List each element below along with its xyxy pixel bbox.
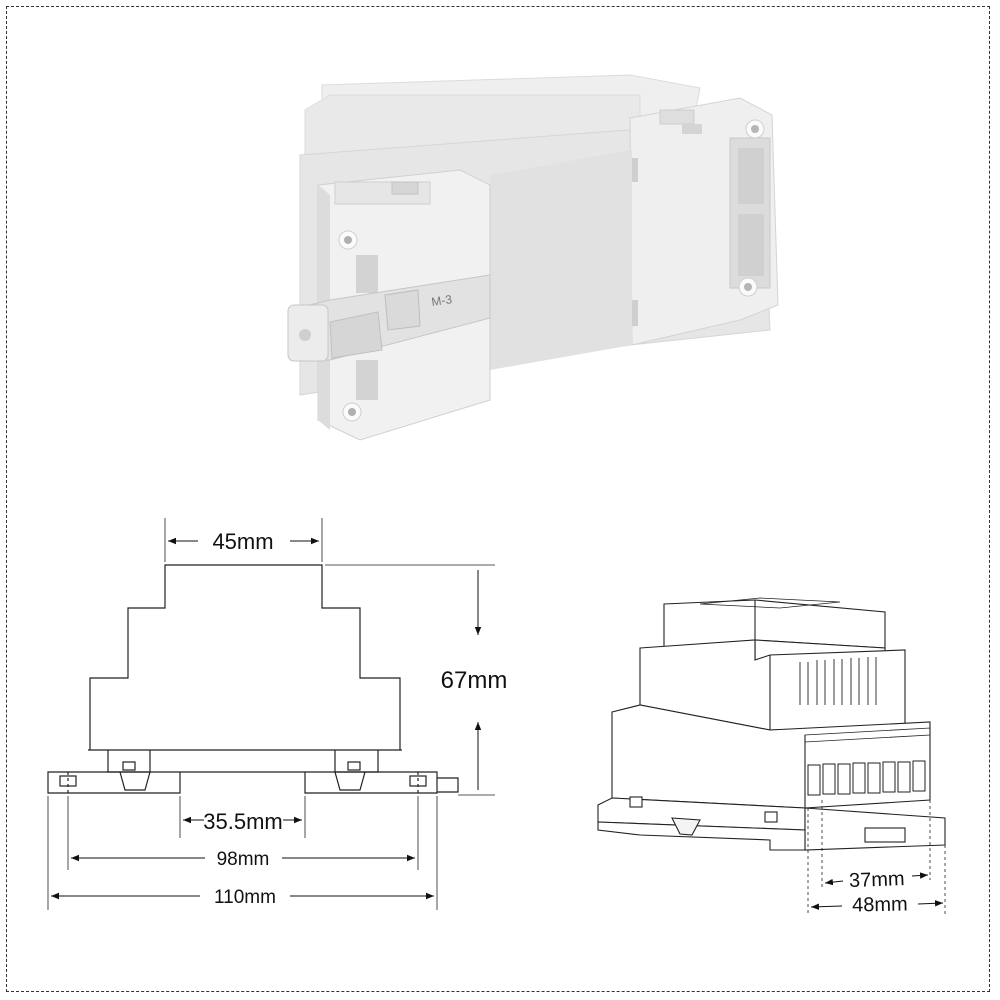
product-render: M-3: [287, 74, 779, 441]
dim-height-label: 67mm: [441, 667, 508, 694]
dim-depth-label: 48mm: [852, 894, 908, 917]
dim-terminal-span-label: 37mm: [849, 868, 905, 892]
front-dimension-lines: [51, 537, 482, 900]
dim-overall-width-label: 110mm: [214, 887, 276, 908]
dim-hole-spacing-label: 98mm: [217, 849, 270, 870]
iso-dimension-lines: [810, 872, 944, 910]
dim-rail-gap-label: 35.5mm: [203, 809, 282, 834]
dashed-border-frame: [6, 6, 990, 992]
product-marking: M-3: [430, 292, 453, 309]
dim-width-top-label: 45mm: [212, 529, 273, 554]
front-view-drawing: [47, 518, 495, 910]
isometric-view-drawing: [597, 597, 946, 915]
